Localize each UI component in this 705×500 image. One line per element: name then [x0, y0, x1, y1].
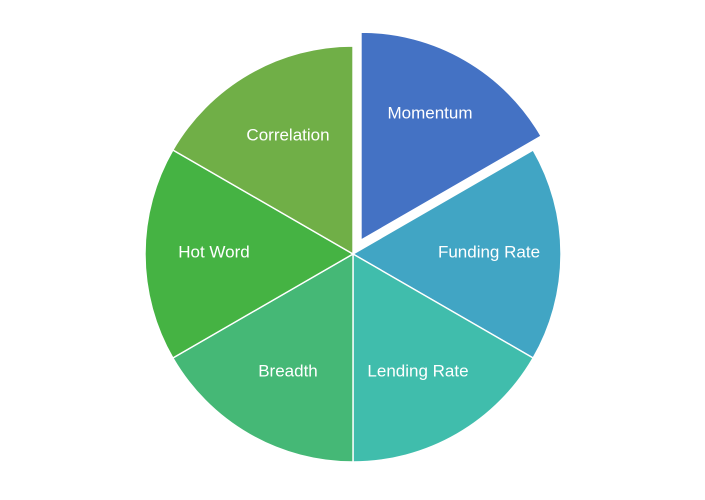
- pie-slice-hot-word[interactable]: [144, 149, 354, 359]
- pie-slice-label-hot-word: Hot Word: [178, 242, 250, 261]
- pie-slice-label-breadth: Breadth: [258, 361, 318, 380]
- pie-slice-label-lending-rate: Lending Rate: [367, 361, 468, 380]
- pie-slice-label-momentum: Momentum: [387, 103, 472, 122]
- pie-slice-funding-rate[interactable]: [352, 149, 562, 359]
- pie-slice-correlation[interactable]: [172, 45, 354, 255]
- pie-slice-label-correlation: Correlation: [246, 125, 329, 144]
- pie-slice-momentum[interactable]: [360, 31, 542, 241]
- pie-slices-group: [144, 31, 562, 463]
- pie-slice-label-funding-rate: Funding Rate: [438, 242, 540, 261]
- pie-slice-lending-rate[interactable]: [352, 253, 534, 463]
- pie-slice-breadth[interactable]: [172, 253, 354, 463]
